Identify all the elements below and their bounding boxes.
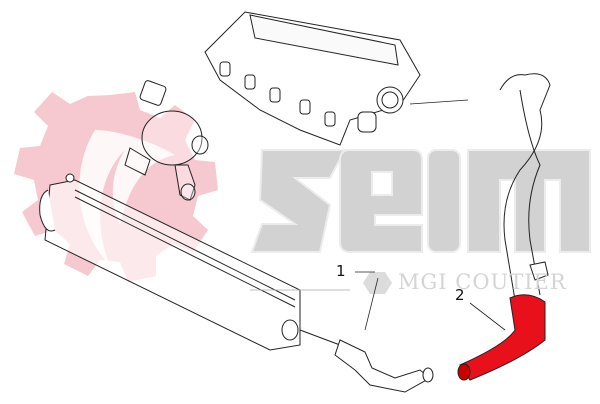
intercooler [39, 173, 301, 351]
leader-line-1b [364, 277, 379, 331]
turbocharger [124, 80, 209, 201]
intake-manifold [204, 11, 421, 146]
callout-1: 1 [336, 262, 346, 280]
callout-2: 2 [455, 286, 465, 304]
leader-line-manifold [409, 99, 469, 105]
hose-2[interactable] [457, 294, 546, 381]
upper-pipe [499, 73, 551, 301]
hose-1 [299, 329, 434, 393]
mgi-logo-mark [363, 272, 392, 294]
seim-wordmark [250, 149, 591, 253]
brand-subtitle: MGI COUTIER [398, 270, 567, 294]
leader-line-2 [469, 302, 506, 331]
